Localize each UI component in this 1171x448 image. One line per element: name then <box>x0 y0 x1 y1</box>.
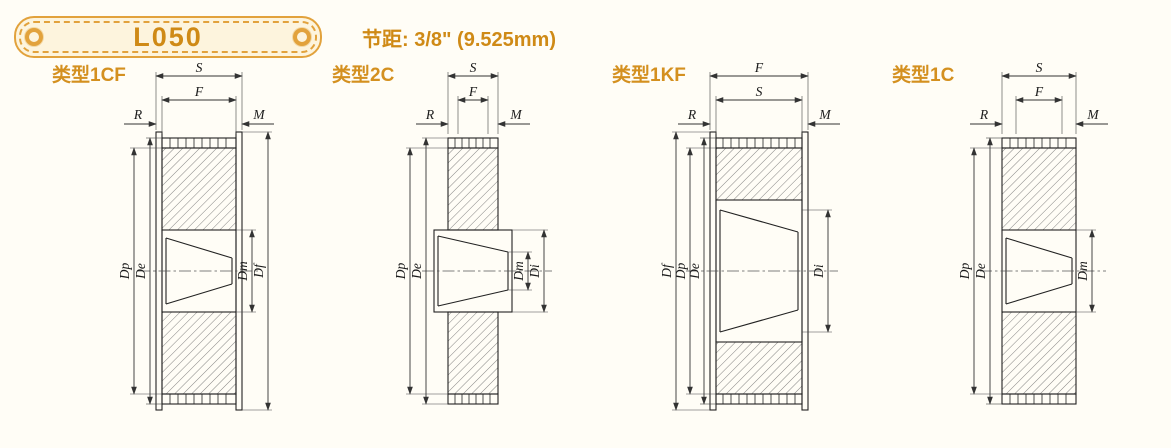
diagram-type-1cf: 类型1CF <box>50 60 330 426</box>
dim-label-top2: F <box>468 84 478 99</box>
dim-label-df: Df <box>659 262 674 279</box>
dim-label-r: R <box>133 107 143 122</box>
dimensions: F S R M De Dp Df <box>659 60 840 411</box>
pulley-body <box>138 131 260 411</box>
model-label: L050 <box>133 21 203 52</box>
dim-label-m: M <box>252 107 265 122</box>
pulley-drawing-2c: S F R M De Dp Dm <box>393 60 552 405</box>
dim-label-de: De <box>973 263 988 280</box>
diagram-title: 类型1KF <box>612 65 686 86</box>
pulley-body <box>980 137 1106 405</box>
dim-label-m: M <box>1086 107 1099 122</box>
dim-label-de: De <box>133 263 148 280</box>
dim-label-top1: S <box>196 60 203 75</box>
badge-rivet-left-icon <box>25 28 43 46</box>
dim-label-dp: Dp <box>393 263 408 281</box>
dim-label-dp: Dp <box>957 263 972 281</box>
diagram-title: 类型2C <box>332 65 395 86</box>
dim-label-dp: Dp <box>117 263 132 281</box>
dimensions: S F R M De Dp Dm <box>393 60 548 405</box>
dim-label-top1: F <box>754 60 764 75</box>
dim-label-r: R <box>687 107 697 122</box>
pulley-drawing-1c: S F R M De Dp Dm <box>957 60 1108 405</box>
dim-label-m: M <box>818 107 831 122</box>
diagrams-row: 类型1C F <box>0 60 1171 426</box>
dim-label-dm: Dm <box>511 261 526 282</box>
dim-label-df: Df <box>251 262 266 279</box>
badge-rivet-right-icon <box>293 28 311 46</box>
model-badge: L050 <box>14 16 322 58</box>
dim-label-dm: Dm <box>1075 261 1090 282</box>
dim-label-top2: F <box>1034 84 1044 99</box>
pitch-label: 节距: 3/8" (9.525mm) <box>362 28 556 51</box>
diagram-title: 类型1CF <box>52 65 126 86</box>
page-header: L050 节距: 3/8" (9.525mm) <box>0 0 1171 58</box>
diagram-type-1kf: 类型1KF <box>610 60 890 426</box>
pulley-body <box>422 137 552 405</box>
dim-label-r: R <box>979 107 989 122</box>
dimensions: S F R M De Dp Dm <box>957 60 1108 405</box>
pulley-drawing-1cf: S F R M De Dp Dm <box>117 60 274 411</box>
dim-label-top1: S <box>1036 60 1043 75</box>
diagram-type-2c: 类型2C <box>330 60 610 426</box>
dim-label-top2: F <box>194 84 204 99</box>
diagram-type-1c: 类型1C <box>890 60 1170 426</box>
dim-label-r: R <box>425 107 435 122</box>
dim-label-de: De <box>409 263 424 280</box>
dim-label-m: M <box>509 107 522 122</box>
dim-label-de: De <box>687 263 702 280</box>
pulley-drawing-1kf: F S R M De Dp Df <box>659 60 840 411</box>
dim-label-dm: Dm <box>235 261 250 282</box>
pulley-body <box>686 131 838 411</box>
dim-label-di: Di <box>811 264 826 279</box>
dimensions: S F R M De Dp Dm <box>117 60 274 411</box>
dim-label-top1: S <box>470 60 477 75</box>
dim-label-top2: S <box>756 84 763 99</box>
dim-label-dp: Dp <box>673 263 688 281</box>
dim-label-di: Di <box>527 264 542 279</box>
diagram-title: 类型1C <box>892 65 955 86</box>
